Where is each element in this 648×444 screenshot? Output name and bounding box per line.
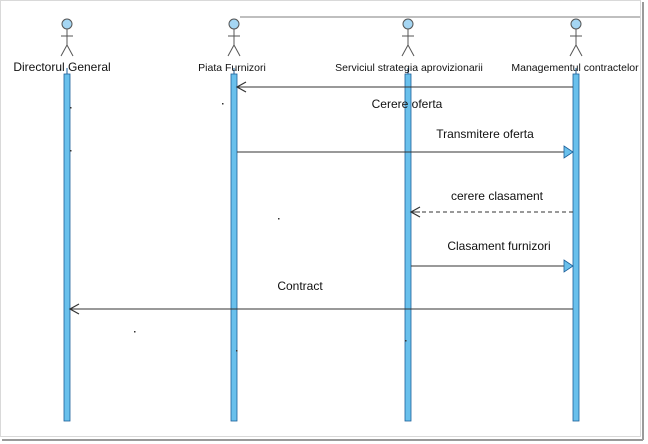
speck-4 (278, 218, 280, 220)
actor-director-leg-left (60, 44, 68, 57)
lifelines-group (63, 68, 580, 422)
actor-piata-leg-right (233, 44, 241, 57)
actor-director-head (61, 18, 73, 30)
lifeline-serviciul[interactable] (404, 73, 412, 422)
actor-serviciul[interactable]: Serviciul strategia aprovizionarii (335, 18, 483, 74)
actor-director-leg-right (66, 44, 74, 57)
lifeline-management[interactable] (572, 73, 580, 422)
actor-serviciul-label: Serviciul strategia aprovizionarii (335, 62, 483, 74)
speck-5 (134, 331, 136, 333)
actor-serviciul-leg-left (401, 44, 409, 57)
message-2-label: Transmitere oferta (436, 127, 534, 141)
message-3[interactable]: cerere clasament (409, 189, 573, 218)
actor-management-label: Managementul contractelor (511, 62, 639, 74)
message-2[interactable]: Transmitere oferta (237, 127, 574, 159)
message-3-label: cerere clasament (451, 189, 544, 203)
speck-7 (236, 350, 238, 352)
diagram-border (0, 0, 641, 437)
lifeline-director[interactable] (63, 73, 71, 422)
actor-serviciul-leg-right (407, 44, 415, 57)
message-5-label: Contract (277, 279, 323, 293)
actor-piata-leg-left (227, 44, 235, 57)
actor-management[interactable]: Managementul contractelor (511, 18, 639, 74)
lifeline-piata[interactable] (230, 73, 238, 422)
message-4[interactable]: Clasament furnizori (411, 239, 574, 273)
actor-management-leg-right (575, 44, 583, 57)
actor-piata-head (228, 18, 240, 30)
actors-group: Directorul General Piata Furnizori Servici… (13, 18, 639, 74)
message-1[interactable]: Cerere oferta (235, 81, 573, 111)
message-2-arrowhead (563, 145, 574, 159)
message-1-label: Cerere oferta (372, 97, 443, 111)
actor-management-head (570, 18, 582, 30)
actor-director-label: Directorul General (13, 60, 110, 74)
actor-piata-label: Piata Furnizori (198, 62, 266, 74)
actor-piata[interactable]: Piata Furnizori (198, 18, 266, 74)
actor-management-leg-left (569, 44, 577, 57)
speck-2 (70, 150, 72, 152)
speck-1 (70, 107, 72, 109)
actor-director[interactable]: Directorul General (13, 18, 111, 74)
message-4-label: Clasament furnizori (447, 239, 550, 253)
message-4-arrowhead (563, 259, 574, 273)
speck-3 (222, 103, 224, 105)
message-5[interactable]: Contract (68, 279, 573, 315)
speck-6 (405, 340, 407, 342)
actor-serviciul-head (402, 18, 414, 30)
